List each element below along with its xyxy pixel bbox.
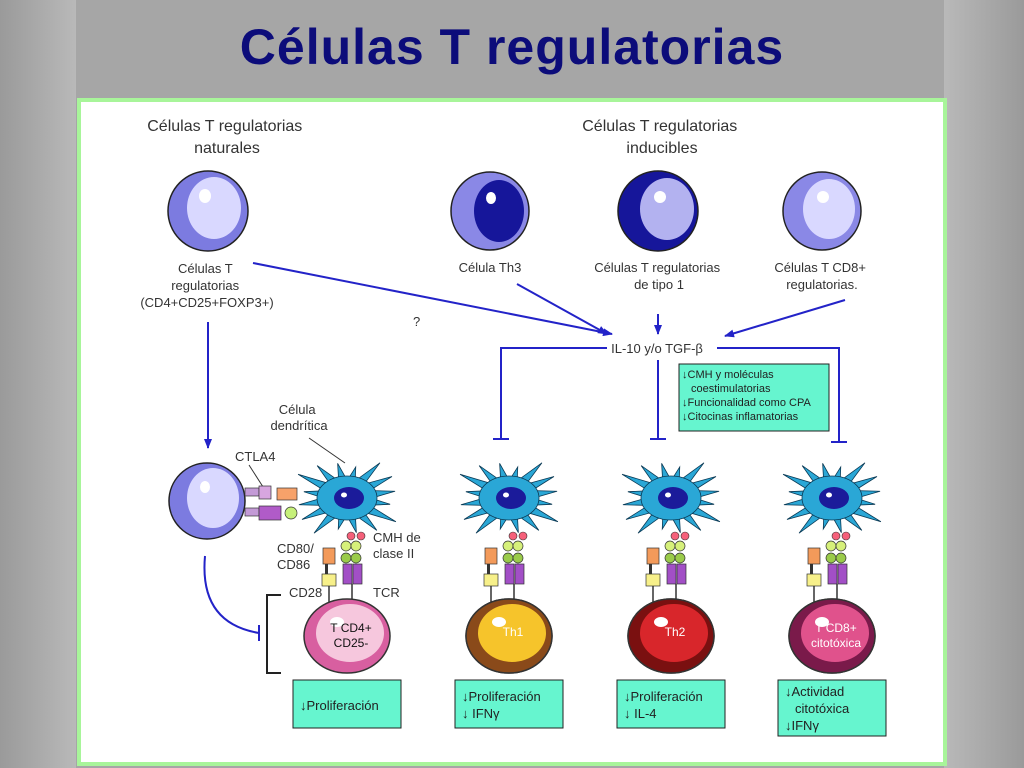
effect-text: ↓Proliferación↓ IFNγ bbox=[462, 689, 541, 721]
effect-box: ↓Proliferación↓ IFNγ bbox=[454, 679, 564, 729]
t-cd4-cd25-neg-cell-icon: T CD4+CD25- bbox=[303, 598, 391, 674]
slide-title: Células T regulatorias bbox=[239, 19, 785, 75]
cell-interaction-columns: T CD4+CD25- ↓Proliferación Th1 ↓Proliferaci… bbox=[292, 462, 887, 737]
target-cell-label: Th2 bbox=[665, 625, 686, 639]
effect-box: ↓Proliferación↓ IL-4 bbox=[616, 679, 726, 729]
bracket bbox=[266, 594, 281, 674]
effect-box: ↓Proliferación bbox=[292, 679, 402, 729]
cd28-label: CD28 bbox=[289, 585, 322, 600]
dendritic-cell-icon bbox=[459, 462, 559, 534]
tr1-label: Células T regulatorias de tipo 1 bbox=[594, 260, 724, 292]
target-cell-label: T CD8+citotóxica bbox=[811, 621, 861, 650]
natural-treg-contact-cell-icon bbox=[168, 462, 246, 540]
target-cell-label: Th1 bbox=[503, 625, 524, 639]
receptor-pair-icon bbox=[806, 531, 851, 604]
natural-treg-label: Células T regulatorias (CD4+CD25+FOXP3+) bbox=[140, 261, 273, 310]
arrow-cd8-to-il10 bbox=[724, 299, 846, 338]
inhibit-line-natural bbox=[203, 555, 260, 634]
th3-cell-icon bbox=[450, 171, 530, 251]
receptor-pair-icon bbox=[321, 531, 366, 604]
inhibit-line-th1 bbox=[500, 347, 607, 439]
slide-background-left bbox=[0, 0, 76, 768]
effect-text: ↓Proliferación↓ IL-4 bbox=[624, 689, 703, 721]
th3-label: Célula Th3 bbox=[459, 260, 522, 275]
cd80-label: CD80/ CD86 bbox=[277, 541, 317, 572]
tcr-label: TCR bbox=[373, 585, 400, 600]
natural-treg-cell-icon bbox=[167, 170, 249, 252]
receptor-pair-icon bbox=[645, 531, 690, 604]
inhibit-line-cytotoxic bbox=[717, 347, 840, 442]
th2-cell-icon: Th2 bbox=[627, 598, 715, 674]
dendritic-cell-icon bbox=[782, 462, 882, 534]
target-cell-label: T CD4+CD25- bbox=[330, 621, 371, 650]
apc-effects-text: ↓CMH y moléculas coestimulatorias ↓Funci… bbox=[682, 369, 813, 423]
arrow-natural-to-il10 bbox=[252, 262, 613, 337]
arrow-th3-to-il10 bbox=[516, 283, 608, 335]
th1-cell-icon: Th1 bbox=[465, 598, 553, 674]
cd8-treg-cell-icon bbox=[782, 171, 862, 251]
dendritic-label: Célula dendrítica bbox=[270, 402, 328, 433]
cd8-treg-label: Células T CD8+ regulatorias. bbox=[774, 260, 869, 292]
ctla4-label: CTLA4 bbox=[235, 449, 275, 464]
effect-text: ↓Proliferación bbox=[300, 698, 379, 713]
treg-diagram: Células T regulatorias naturales Células… bbox=[77, 98, 947, 766]
slide-background-right bbox=[944, 0, 1024, 768]
question-mark: ? bbox=[413, 314, 420, 329]
apc-effects-box bbox=[678, 363, 830, 432]
tr1-cell-icon bbox=[617, 170, 699, 252]
dendritic-cell-icon bbox=[297, 462, 397, 534]
inducible-tregs-header: Células T regulatorias inducibles bbox=[582, 118, 742, 157]
cmh-label: CMH de clase II bbox=[373, 530, 424, 561]
cytokine-label: IL-10 y/o TGF-β bbox=[611, 341, 703, 356]
ctla4-receptor-icon bbox=[244, 485, 298, 521]
t-cd8-cytotoxic-cell-icon: T CD8+citotóxica bbox=[788, 598, 876, 674]
natural-tregs-header: Células T regulatorias naturales bbox=[147, 118, 307, 157]
dendritic-cell-icon bbox=[621, 462, 721, 534]
